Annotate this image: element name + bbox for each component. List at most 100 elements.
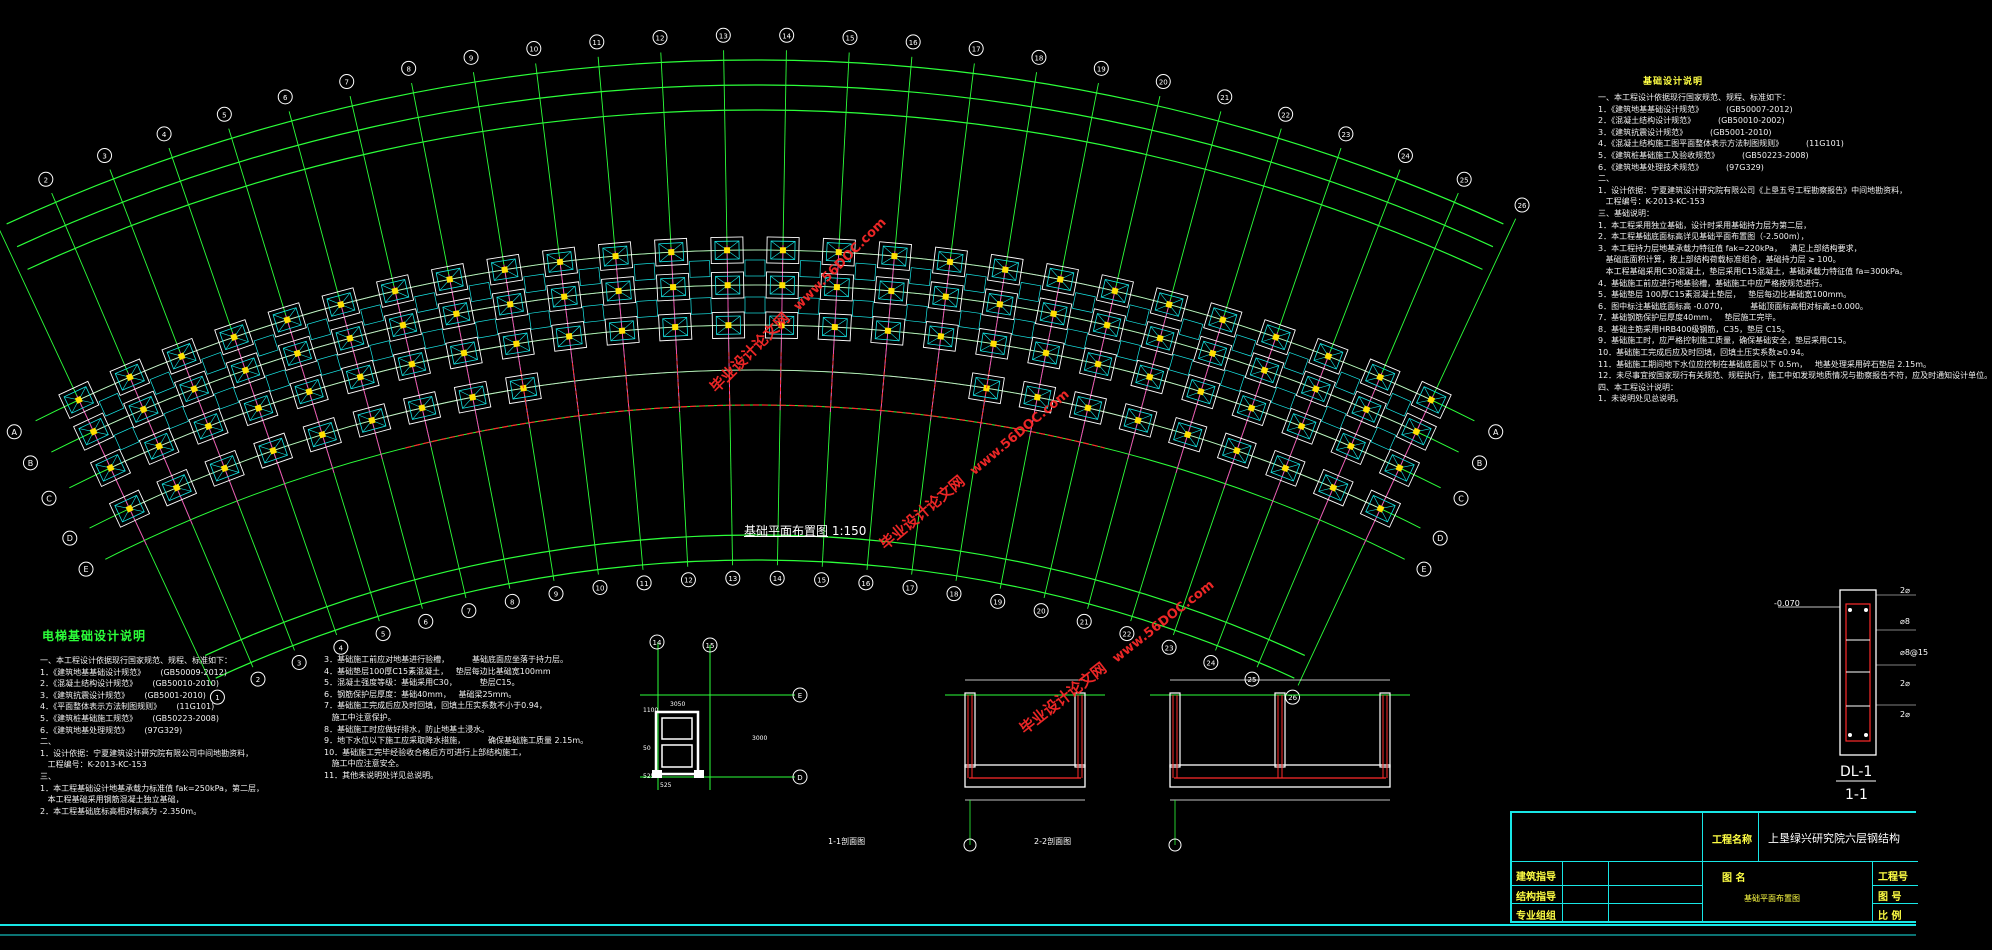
footing — [654, 237, 689, 267]
grid-label-top: 19 — [1097, 65, 1106, 73]
footing-outline — [764, 311, 799, 339]
footing — [1018, 380, 1057, 414]
footing-outline — [352, 403, 392, 438]
elevator-note-line: 一、本工程设计依据现行国家规范、规程、标准如下： — [40, 656, 232, 665]
footing-inner — [335, 326, 365, 351]
column-mark — [831, 323, 838, 331]
beam-outline — [1839, 589, 1877, 756]
footing-outline — [870, 315, 906, 346]
footing-inner — [1145, 326, 1175, 351]
grid-label-top: 4 — [162, 131, 167, 139]
foundation-note-line: 3．本工程持力层地基承载力特征值 fak=220kPa， 满足上部结构要求， — [1598, 243, 1862, 253]
foundation-note-line: 3．《建筑抗震设计规范》 (GB5001-2010) — [1598, 127, 1772, 137]
grid-label-bottom: 4 — [339, 644, 344, 652]
footing — [764, 311, 799, 339]
footing-inner — [1249, 357, 1280, 384]
footing-inner — [1073, 395, 1103, 420]
footing — [225, 352, 266, 389]
elevator-note-line: 4．基础垫层100厚C15素混凝土， 垫层每边比基础宽100mm — [324, 666, 551, 676]
grid-bubble-bottom — [858, 575, 874, 591]
pit-wall — [654, 710, 700, 776]
grid-bubble-top — [589, 34, 605, 50]
grid-label-top: 8 — [406, 65, 410, 73]
foundation-note-line: 6．《建筑地基处理技术规范》 (97G329) — [1598, 162, 1764, 172]
footing-inner — [1039, 302, 1068, 326]
column-mark — [1281, 464, 1290, 473]
grid-label-bottom: 3 — [297, 659, 301, 667]
footing-secondary — [1018, 282, 1042, 303]
column-mark — [1111, 287, 1119, 295]
pit-dimension: 3050 — [670, 701, 685, 708]
footing-inner — [715, 275, 741, 295]
footing-secondary — [1370, 426, 1397, 451]
elevator-note-line: 1．本工程基础设计地基承载力标准值 fak=250kPa，第二层， — [40, 783, 264, 793]
footing-outline — [277, 335, 318, 372]
footing-secondary-outline — [1168, 353, 1194, 376]
red-radial-beam — [830, 352, 834, 408]
project-name: 上垦绿兴研究院六层钢结构 — [1768, 832, 1900, 845]
grid-label-bottom: 1 — [215, 694, 219, 702]
footing-inner — [294, 379, 324, 405]
grid-bubble-top — [463, 49, 479, 65]
column-mark — [506, 300, 514, 308]
footing-inner — [874, 320, 902, 342]
beam-rebar-mark: 2⌀ — [1900, 586, 1910, 595]
footing-secondary — [163, 405, 189, 430]
footing-secondary-outline — [1334, 371, 1361, 395]
footing-inner — [825, 242, 852, 263]
footing-secondary — [1385, 392, 1412, 417]
elevator-note-line: 10．基础施工完毕经验收合格后方可进行上部结构施工， — [324, 747, 527, 757]
footing-outline — [1265, 449, 1306, 487]
grid-label-top: 13 — [719, 32, 728, 40]
tb-left-row-3: 专业组组 — [1516, 911, 1556, 922]
column-mark — [1324, 352, 1333, 361]
footing-outline — [1118, 403, 1158, 438]
footing — [876, 241, 913, 271]
footing — [1359, 358, 1401, 397]
footing-secondary-outline — [1178, 318, 1204, 341]
footing-outline — [546, 281, 583, 313]
footing-inner — [450, 341, 478, 365]
column-mark — [391, 287, 399, 295]
elevator-note-line: 11．其他未说明处详见总说明。 — [324, 770, 439, 780]
footing — [123, 390, 164, 429]
grid-bubble-bottom — [902, 579, 918, 595]
grid-bubble-bottom — [291, 654, 307, 670]
footing-outline — [58, 380, 100, 420]
column-mark — [241, 366, 250, 375]
footing-secondary-outline — [744, 259, 766, 277]
elevator-note-line: 二、 — [40, 737, 56, 747]
footing — [1068, 391, 1107, 425]
footing-inner — [345, 364, 375, 390]
column-mark — [368, 416, 376, 425]
footing-inner — [442, 302, 471, 326]
column-mark — [779, 282, 786, 289]
footing-outline — [710, 236, 744, 264]
footing — [73, 412, 115, 451]
footing-outline — [1330, 427, 1372, 466]
footing-inner — [658, 242, 685, 263]
column-mark — [452, 310, 460, 318]
footing — [821, 237, 856, 267]
foundation-note-line: 2．《混凝土结构设计规范》 (GB50010-2002) — [1598, 116, 1785, 126]
grid-label-top: 12 — [656, 34, 665, 42]
footing-outline — [597, 241, 634, 271]
footing-outline — [188, 407, 229, 445]
footing-inner — [161, 474, 192, 502]
column-mark — [946, 258, 954, 266]
footing-inner — [307, 422, 337, 448]
footing-inner — [1046, 267, 1075, 291]
grid-bubble-top — [1456, 171, 1472, 187]
footing-inner — [1384, 454, 1415, 482]
footing — [542, 246, 578, 278]
beam-arc — [78, 249, 1432, 401]
footing — [932, 246, 968, 278]
footing — [1281, 407, 1322, 445]
cad-drawing-canvas[interactable]: AABBCCDDEE112233445566778899101011111212… — [0, 0, 1916, 950]
footing-outline — [73, 412, 115, 451]
footing-outline — [654, 237, 689, 267]
section-pier — [1169, 692, 1181, 768]
footing-inner — [769, 275, 795, 295]
footing-secondary-outline — [690, 297, 712, 315]
elevator-note-line: 2．《混凝土结构设计规范》 (GB50010-2010) — [40, 679, 219, 689]
